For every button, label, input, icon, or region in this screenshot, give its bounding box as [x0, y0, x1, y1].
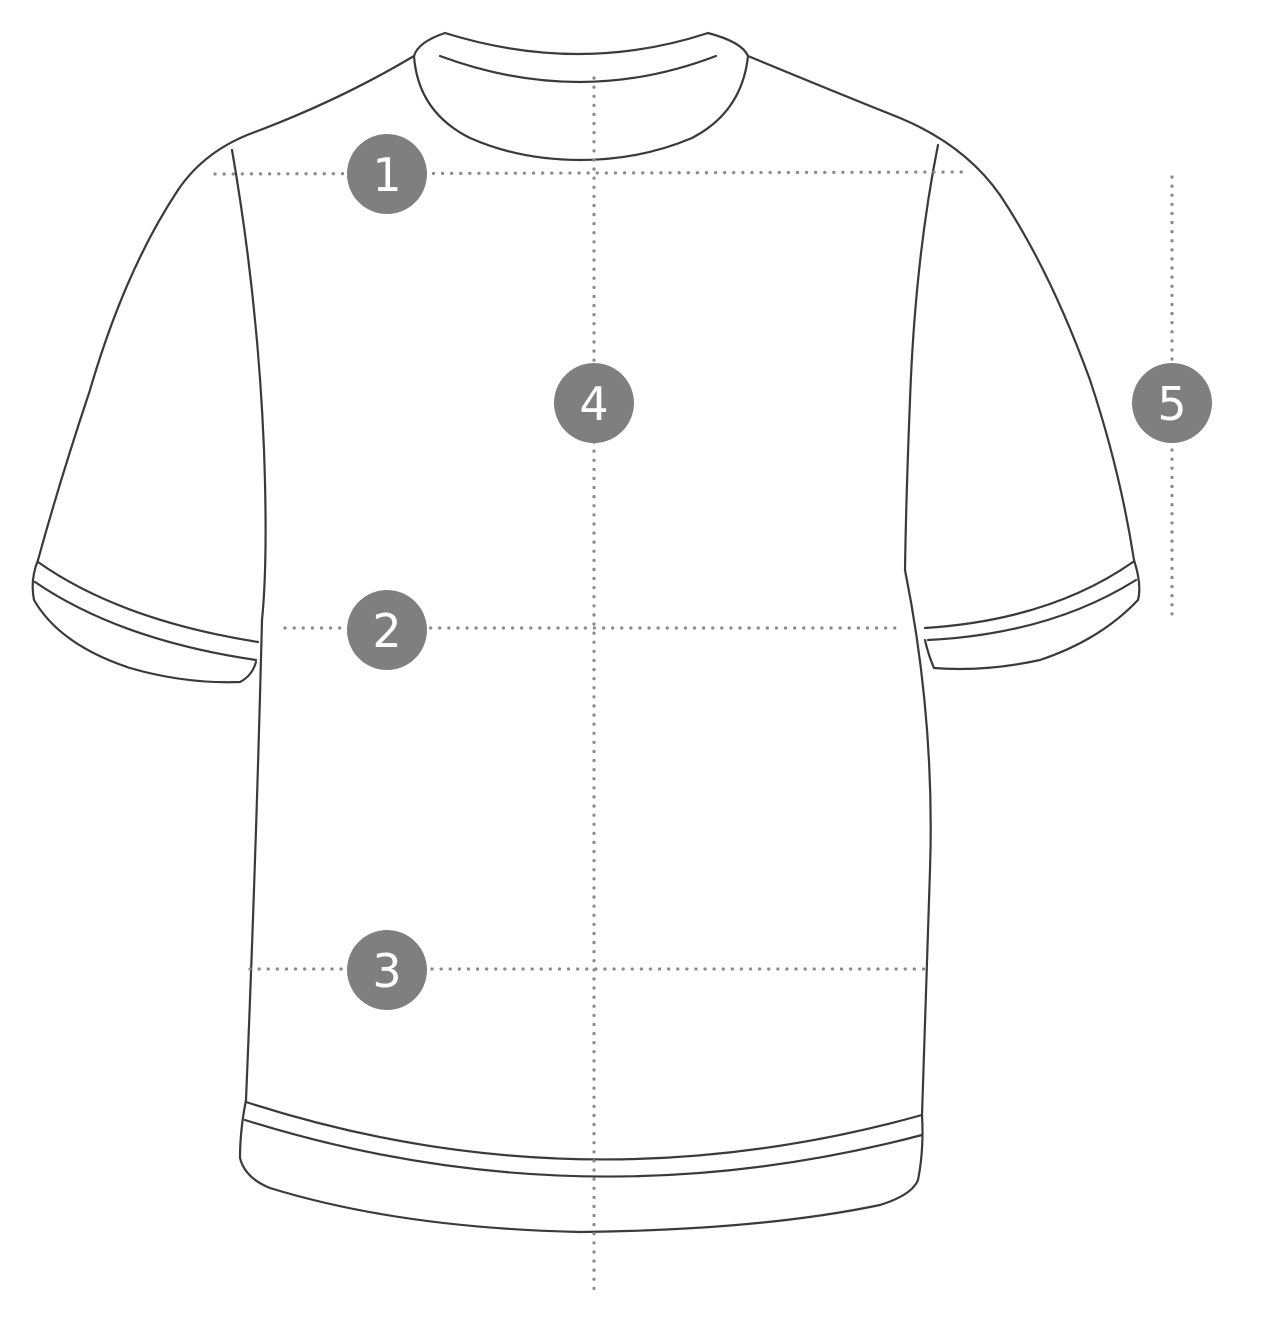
left-armhole-seam	[230, 148, 267, 622]
measurement-markers: 1 2 3 4 5	[347, 134, 1212, 1010]
marker-4-label: 4	[579, 377, 608, 431]
left-sleeve-top	[36, 188, 180, 562]
left-cuff-outer	[31, 558, 258, 684]
right-shoulder	[746, 54, 1002, 197]
guide-1-chest-top	[213, 170, 970, 176]
right-cuff-line-a	[923, 560, 1135, 630]
tshirt-outline	[31, 31, 1141, 1234]
marker-3-label: 3	[372, 944, 401, 998]
hem-line-a	[244, 1100, 924, 1161]
marker-3: 3	[347, 930, 427, 1010]
left-cuff-line-a	[36, 560, 260, 644]
marker-4: 4	[554, 363, 634, 443]
hem-line-b	[243, 1118, 924, 1178]
marker-4-circle	[554, 363, 634, 443]
marker-2: 2	[347, 590, 427, 670]
marker-1: 1	[347, 134, 427, 214]
marker-1-label: 1	[372, 148, 401, 202]
marker-3-circle	[347, 930, 427, 1010]
marker-2-label: 2	[372, 604, 401, 658]
right-cuff-outer	[923, 558, 1141, 671]
hem-outer	[238, 1098, 924, 1234]
measurement-guides	[213, 76, 1174, 1292]
collar-band-left	[412, 31, 750, 162]
marker-5-circle	[1132, 363, 1212, 443]
right-sleeve-top	[998, 193, 1136, 562]
right-armhole-seam	[903, 143, 940, 572]
marker-1-circle	[347, 134, 427, 214]
right-cuff-line-b	[926, 578, 1138, 642]
right-body-side	[903, 568, 932, 1117]
marker-2-circle	[347, 590, 427, 670]
left-cuff-line-b	[33, 580, 258, 662]
marker-5: 5	[1132, 363, 1212, 443]
left-shoulder	[176, 54, 416, 192]
collar-outer	[443, 31, 710, 56]
marker-5-label: 5	[1157, 377, 1186, 431]
collar-inner-line	[438, 54, 718, 84]
left-body-side	[244, 618, 264, 1102]
